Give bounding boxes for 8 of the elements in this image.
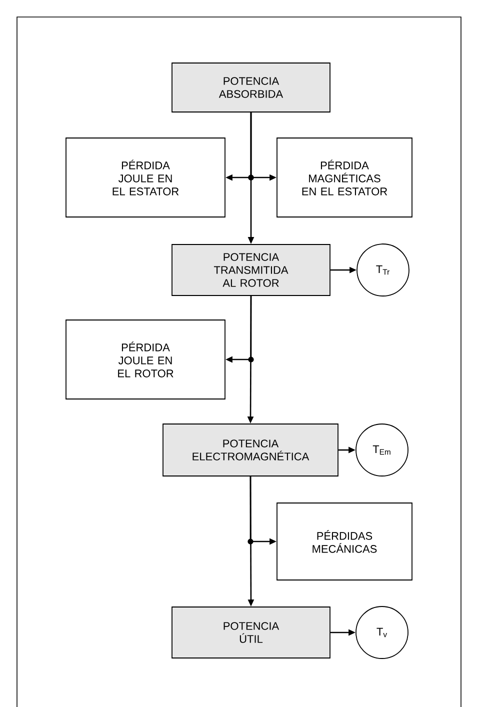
power-box: POTENCIA ELECTROMAGNÉTICA [162, 424, 338, 476]
power-box: POTENCIA ÚTIL [172, 606, 330, 658]
loss-box: PÉRDIDA MAGNÉTICAS EN EL ESTATOR [276, 138, 412, 218]
loss-box: PÉRDIDAS MECÁNICAS [276, 502, 412, 580]
loss-box: PÉRDIDA JOULE EN EL ESTATOR [66, 138, 226, 218]
loss-box: PÉRDIDA JOULE EN EL ROTOR [66, 320, 226, 400]
power-box: POTENCIA ABSORBIDA [172, 62, 330, 112]
power-box: POTENCIA TRANSMITIDA AL ROTOR [172, 244, 330, 296]
